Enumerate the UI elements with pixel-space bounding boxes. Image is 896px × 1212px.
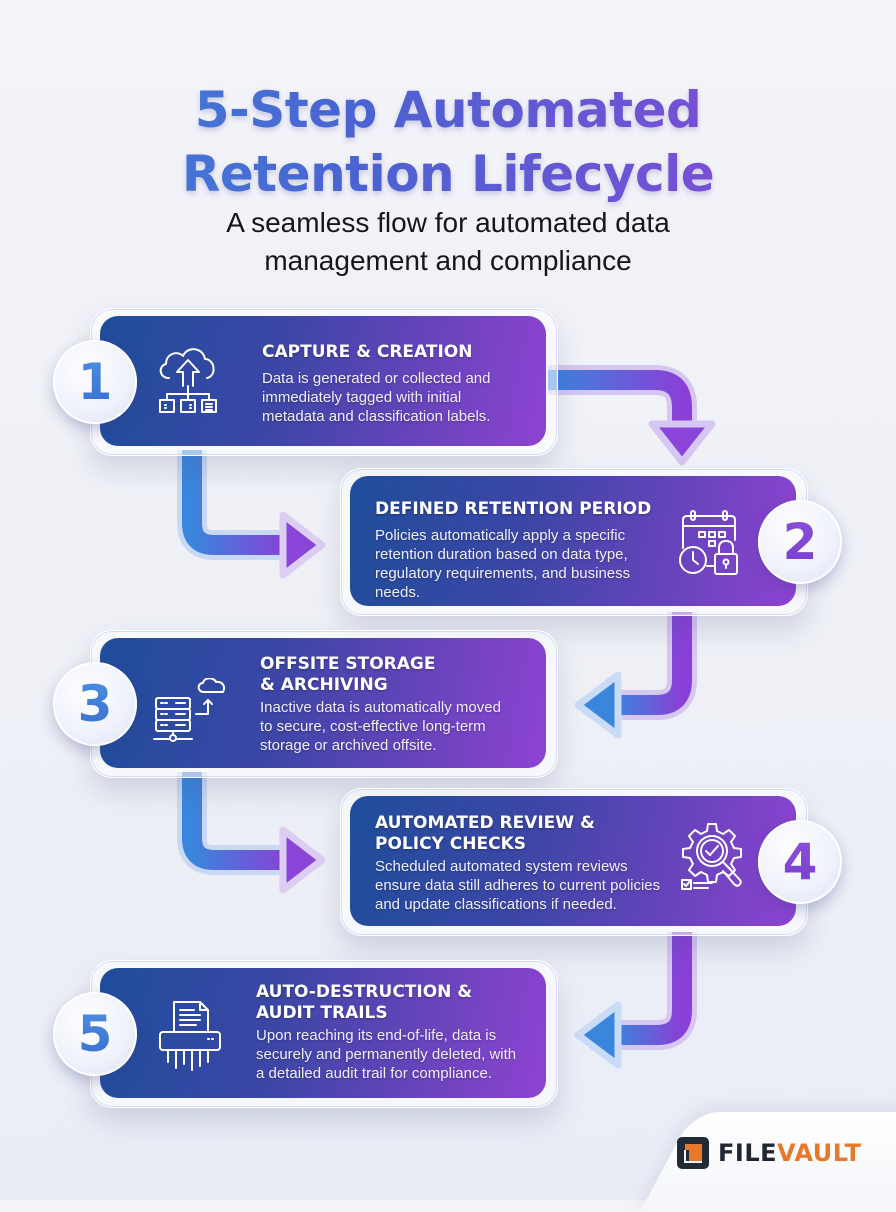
arrow-4-to-5-down-left (574, 932, 697, 1069)
step-4-number-badge: 4 (758, 820, 842, 904)
subtitle-line-2: management and compliance (264, 245, 632, 276)
step-3-number-badge: 3 (53, 662, 137, 746)
cloud-upload-network-icon (155, 344, 221, 418)
step-3-card: OFFSITE STORAGE & ARCHIVING Inactive dat… (100, 638, 546, 768)
arrow-2-to-3-down-left (574, 612, 697, 739)
calendar-clock-lock-icon (677, 510, 743, 578)
step-4-card: AUTOMATED REVIEW & POLICY CHECKS Schedul… (350, 796, 796, 926)
step-1-description: Data is generated or collected and immed… (262, 370, 491, 425)
filevault-logo-icon (677, 1137, 709, 1169)
step-1-title: CAPTURE & CREATION (262, 342, 473, 362)
step-2-number-badge: 2 (758, 500, 842, 584)
step-4-title: AUTOMATED REVIEW & POLICY CHECKS (375, 813, 595, 854)
server-cloud-upload-icon (152, 678, 230, 742)
subtitle-line-1: A seamless flow for automated data (226, 207, 670, 238)
arrow-3-to-4-down-right (177, 772, 326, 894)
step-5-number-badge: 5 (53, 992, 137, 1076)
step-5-title: AUTO-DESTRUCTION & AUDIT TRAILS (256, 982, 473, 1023)
step-2-card: DEFINED RETENTION PERIOD Policies automa… (350, 476, 796, 606)
document-shredder-icon (156, 998, 224, 1074)
arrow-1-to-2-right-down (548, 365, 716, 466)
step-3-title: OFFSITE STORAGE & ARCHIVING (260, 654, 436, 695)
step-4-description: Scheduled automated system reviews ensur… (375, 858, 661, 913)
step-2-description: Policies automatically apply a specific … (375, 527, 631, 601)
step-2-title: DEFINED RETENTION PERIOD (375, 499, 652, 519)
step-3-description: Inactive data is automatically moved to … (260, 699, 501, 754)
page-subtitle: A seamless flow for automated data manag… (0, 204, 896, 280)
brand-logo: FILEVAULT (676, 1136, 861, 1170)
arrow-1-to-2-down-right (177, 450, 326, 579)
step-5-description: Upon reaching its end-of-life, data is s… (256, 1027, 517, 1082)
step-1-card: CAPTURE & CREATION Data is generated or … (100, 316, 546, 446)
step-1-number-badge: 1 (53, 340, 137, 424)
gear-check-magnifier-icon (678, 820, 748, 896)
step-5-card: AUTO-DESTRUCTION & AUDIT TRAILS Upon rea… (100, 968, 546, 1098)
brand-name: FILEVAULT (718, 1139, 862, 1167)
